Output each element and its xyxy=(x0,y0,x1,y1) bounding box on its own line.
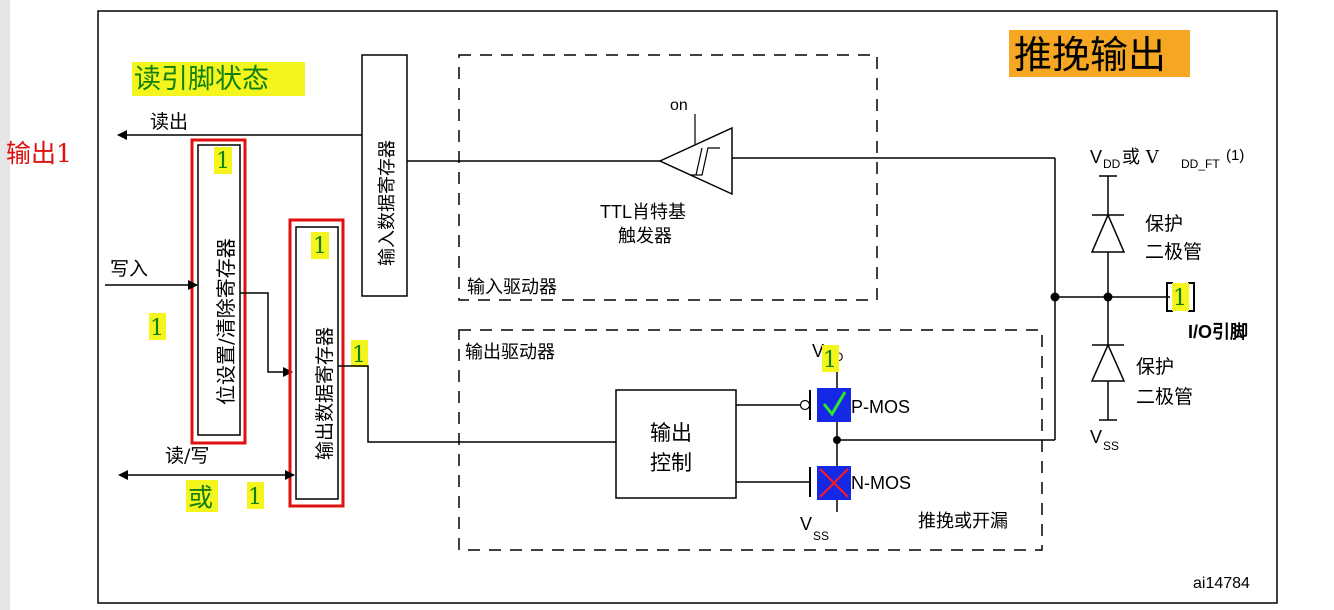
lower-diode-label-2: 二极管 xyxy=(1136,386,1193,408)
bsrr-red-outline xyxy=(190,138,247,445)
output-control-label-2: 控制 xyxy=(650,451,692,475)
output-driver-label: 输出驱动器 xyxy=(465,342,555,363)
diagram-frame xyxy=(97,10,1278,604)
pin-vss-v: V xyxy=(1090,427,1102,447)
pin-vss-sub: SS xyxy=(1103,439,1119,453)
bsrr-box xyxy=(197,144,241,436)
vdd-ft-mid: 或 V xyxy=(1122,147,1160,168)
hysteresis-icon xyxy=(690,147,720,176)
bsrr-label: 位设置/清除寄存器 xyxy=(214,238,238,405)
pmos-vdd-v: V xyxy=(812,341,824,361)
push-pull-or-open-drain-label: 推挽或开漏 xyxy=(918,511,1008,532)
io-pin-label: I/O引脚 xyxy=(1188,322,1248,342)
trigger-label-2: 触发器 xyxy=(618,226,672,246)
trigger-label-1: TTL肖特基 xyxy=(600,202,686,222)
io-pin-marker: 1 xyxy=(1173,286,1187,311)
lower-diode-label-1: 保护 xyxy=(1136,356,1174,378)
vdd-ft-sup: (1) xyxy=(1226,147,1244,164)
read-pin-state-label: 读引脚状态 xyxy=(134,64,269,95)
output-control-box xyxy=(615,389,737,499)
input-data-register-label: 输入数据寄存器 xyxy=(377,140,398,266)
bsrr-to-odr-line xyxy=(240,292,293,377)
odr-red-outline xyxy=(288,218,345,508)
io-pin-bracket-left xyxy=(1166,282,1173,312)
pmos-check-icon xyxy=(822,391,847,417)
trigger-on-label: on xyxy=(670,97,688,114)
pmos-label: P-MOS xyxy=(851,397,910,417)
read-out-label: 读出 xyxy=(150,111,188,133)
vdd-ft-v1: V xyxy=(1090,147,1102,167)
input-data-register-box xyxy=(361,54,408,297)
bsrr-marker-highlight xyxy=(214,147,232,174)
read-write-left-arrow xyxy=(118,470,128,480)
nmos-cross-icon xyxy=(819,468,849,498)
title: 推挽输出 xyxy=(1014,33,1166,77)
input-driver-label: 输入驱动器 xyxy=(467,277,557,298)
bsrr-marker: 1 xyxy=(216,149,230,174)
pmos-vdd-marker: 1 xyxy=(823,348,837,373)
title-highlight xyxy=(1009,30,1190,77)
or-marker: 1 xyxy=(248,485,262,510)
odr-box xyxy=(295,226,339,500)
left-strip xyxy=(0,0,10,610)
read-pin-state-highlight xyxy=(132,62,305,96)
odr-marker-highlight xyxy=(311,232,329,259)
input-driver-box xyxy=(458,54,878,301)
write-in-label: 写入 xyxy=(110,258,148,280)
read-write-label: 读/写 xyxy=(165,445,209,467)
or-highlight xyxy=(186,480,218,512)
figure-id: ai14784 xyxy=(1193,575,1250,592)
write-marker-highlight xyxy=(149,313,166,340)
write-marker: 1 xyxy=(150,316,164,341)
odr-output-marker: 1 xyxy=(352,343,366,368)
pmos-gate-bubble xyxy=(799,399,811,411)
pmos-vdd-marker-highlight xyxy=(822,345,839,372)
vdd-ft-sub1: DD xyxy=(1103,157,1121,171)
odr-marker: 1 xyxy=(313,234,327,259)
schmitt-trigger-symbol xyxy=(658,126,733,196)
nmos-vss-sub: SS xyxy=(813,529,829,543)
io-pin-bracket-right xyxy=(1188,282,1195,312)
vdd-ft-sub2: DD_FT xyxy=(1181,157,1220,171)
upper-diode-symbol xyxy=(1090,213,1126,253)
output-control-label-1: 输出 xyxy=(650,421,692,445)
or-marker-highlight xyxy=(247,482,264,509)
or-label: 或 xyxy=(188,483,213,512)
output-one-label: 输出1 xyxy=(6,139,72,168)
odr-output-marker-highlight xyxy=(351,340,368,367)
lower-diode-symbol xyxy=(1090,343,1126,382)
odr-label: 输出数据寄存器 xyxy=(314,327,336,460)
nmos-vss-v: V xyxy=(800,514,812,534)
upper-diode-label-2: 二极管 xyxy=(1145,241,1202,263)
upper-diode-label-1: 保护 xyxy=(1145,213,1183,235)
io-pin-marker-highlight xyxy=(1172,283,1189,311)
nmos-label: N-MOS xyxy=(851,473,911,493)
odr-to-control-line xyxy=(338,365,616,443)
